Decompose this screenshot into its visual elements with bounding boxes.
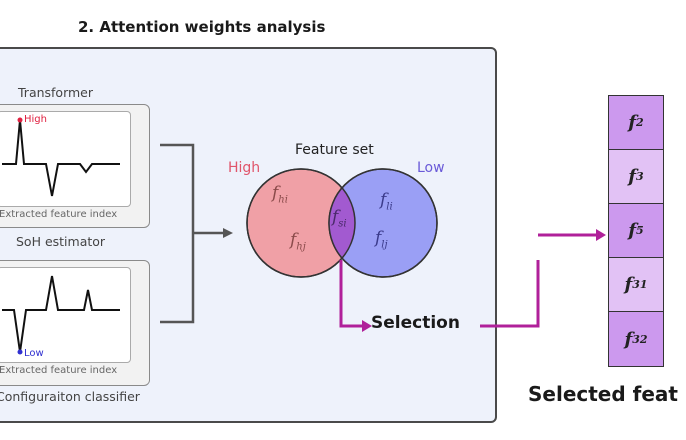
arrow-head-icon <box>596 229 606 241</box>
high-peak-label: High <box>24 114 47 125</box>
model-label-soh-estimator: SoH estimator <box>16 234 106 249</box>
low-peak-marker <box>17 349 23 355</box>
plot-area: High <box>0 111 131 207</box>
venn-diagram <box>246 168 438 278</box>
model-label-transformer: Transformer <box>18 85 94 100</box>
feature-high-j: fhj <box>290 230 306 253</box>
feature-shared: fsi <box>332 207 347 230</box>
selected-features-title: Selected feat <box>528 382 678 406</box>
feature-set-title: Feature set <box>295 142 374 158</box>
attention-plot-soh: Low Extracted feature index <box>0 260 150 386</box>
feature-high-i: fhi <box>272 183 288 206</box>
low-peak-label: Low <box>24 348 44 359</box>
attention-signal-low <box>2 275 120 355</box>
attention-plot-transformer: High Extracted feature index <box>0 104 150 228</box>
selection-label: Selection <box>371 313 460 333</box>
high-peak-marker <box>17 117 23 123</box>
feature-low-i: fli <box>380 190 393 213</box>
venn-high-label: High <box>228 160 261 176</box>
attention-signal-high <box>2 117 120 197</box>
selected-arrow <box>538 229 606 241</box>
arrow-head-icon <box>223 228 233 238</box>
section-title: 2. Attention weights analysis <box>78 18 326 36</box>
x-axis-caption: Extracted feature index <box>0 365 118 376</box>
arrow-head-icon <box>362 320 372 332</box>
feature-low-j: flj <box>375 228 388 251</box>
selection-arrows <box>339 260 540 332</box>
venn-low-label: Low <box>417 160 445 176</box>
x-axis-caption: Extracted feature index <box>0 209 118 220</box>
merge-bracket <box>160 143 233 324</box>
model-label-configuration-classifier: Configuraiton classifier <box>0 389 140 404</box>
plot-area: Low <box>0 267 131 363</box>
